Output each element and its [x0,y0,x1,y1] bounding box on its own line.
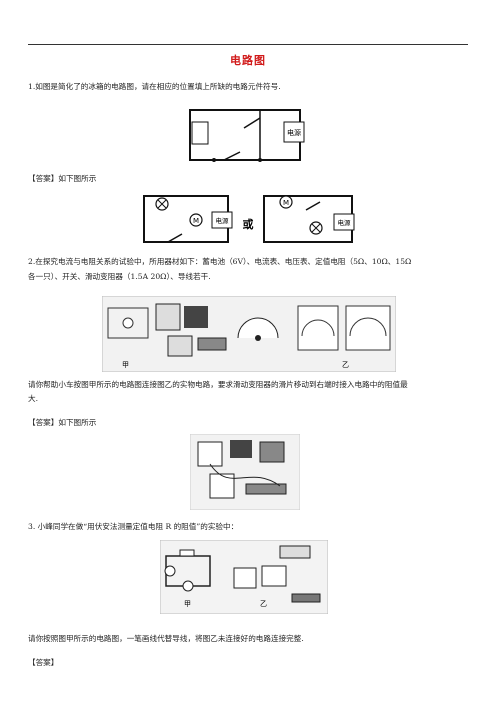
answer-2-label: 【答案】如下图所示 [28,418,97,427]
q2-figure-label-right: 乙 [342,361,349,369]
q3-equipment-figure: 甲 乙 [160,540,328,614]
q3-figure-label-right: 乙 [260,600,267,608]
question-2-ask-line2: 大. [28,394,39,403]
question-3-ask: 请你按照图甲所示的电路图，一笔画线代替导线，将图乙未连接好的电路连接完整. [28,634,304,643]
question-2-line2: 各一只）、开关、滑动变阻器（1.5A 20Ω）、导线若干. [28,272,211,281]
question-2-line1: 2.在探究电流与电阻关系的试验中，所用器材如下：蓄电池（6V）、电流表、电压表、… [28,257,412,266]
question-2-ask-line1: 请你帮助小车按图甲所示的电路图连接图乙的实物电路，要求滑动变阻器的滑片移动到右端… [28,380,408,389]
svg-text:M: M [283,199,289,207]
top-rule [28,44,468,45]
q1-circuit-figure: 电源 [184,104,308,168]
q3-figure-label-left: 甲 [184,600,191,608]
page-title: 电路图 [230,54,266,67]
question-3-text: 3. 小峰同学在做“用伏安法测量定值电阻 R 的阻值”的实验中： [28,522,239,531]
answer-1-label: 【答案】如下图所示 [28,174,97,183]
answer-1-right-power: 电源 [338,218,352,227]
question-1-text: 1.如图是简化了的冰箱的电路图，请在相应的位置填上所缺的电路元件符号. [28,82,281,91]
answer-1-left-power: 电源 [216,216,230,225]
answer-2-figure [190,434,300,510]
q2-figure-label-left: 甲 [122,361,129,369]
svg-text:M: M [193,217,199,225]
q2-equipment-figure: 甲 乙 [102,296,396,372]
answer-1-figure: M 电源 或 M 电源 [138,190,358,250]
answer-1-or: 或 [243,217,254,231]
answer-3-label: 【答案】 [28,658,59,667]
q1-power-label: 电源 [287,128,301,137]
